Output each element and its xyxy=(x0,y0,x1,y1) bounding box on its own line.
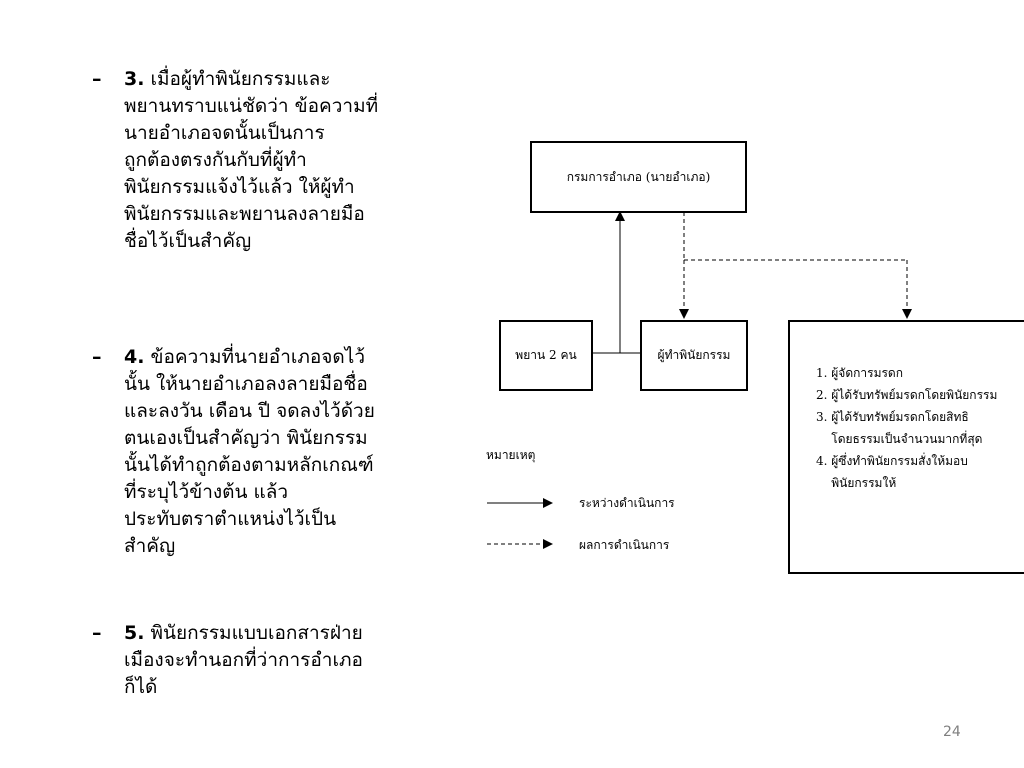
bullet-text: พินัยกรรมแบบเอกสารฝ่าย เมืองจะทำนอกที่ว่… xyxy=(124,622,363,698)
result-item: 2. ผู้ได้รับทรัพย์มรดกโดยพินัยกรรม xyxy=(816,388,998,402)
witness-box: พยาน 2 คน xyxy=(499,320,593,391)
legend-title: หมายเหตุ xyxy=(486,448,536,462)
bullet-number: 5. xyxy=(124,622,145,644)
bullet-dash: – xyxy=(92,68,102,90)
bullet-number: 3. xyxy=(124,68,145,90)
district-officer-label: กรมการอำเภอ (นายอำเภอ) xyxy=(566,169,711,184)
bullet-text: ข้อความที่นายอำเภอจดไว้ นั้น ให้นายอำเภอ… xyxy=(124,346,375,557)
legend-solid-label: ระหว่างดำเนินการ xyxy=(579,496,675,510)
bullet-dash: – xyxy=(92,346,102,368)
result-item: 1. ผู้จัดการมรดก xyxy=(816,366,903,380)
bullet-number: 4. xyxy=(124,346,145,368)
result-item: พินัยกรรมให้ xyxy=(816,476,897,490)
witness-label: พยาน 2 คน xyxy=(515,348,577,362)
bullet-text: เมื่อผู้ทำพินัยกรรมและ พยานทราบแน่ชัดว่า… xyxy=(124,68,379,252)
bullet-item-4: – 4. ข้อความที่นายอำเภอจดไว้ นั้น ให้นาย… xyxy=(92,344,375,560)
bullet-item-5: – 5. พินัยกรรมแบบเอกสารฝ่าย เมืองจะทำนอก… xyxy=(92,620,363,701)
result-item: 4. ผู้ซึ่งทำพินัยกรรมสั่งให้มอบ xyxy=(816,454,968,468)
result-item: 3. ผู้ได้รับทรัพย์มรดกโดยสิทธิ xyxy=(816,410,969,424)
testator-label: ผู้ทำพินัยกรรม xyxy=(657,348,731,362)
testator-box: ผู้ทำพินัยกรรม xyxy=(640,320,748,391)
result-item: โดยธรรมเป็นจำนวนมากที่สุด xyxy=(816,432,983,446)
district-officer-box: กรมการอำเภอ (นายอำเภอ) xyxy=(530,141,747,213)
bullet-dash: – xyxy=(92,622,102,644)
results-box: 1. ผู้จัดการมรดก 2. ผู้ได้รับทรัพย์มรดกโ… xyxy=(788,320,1024,574)
bullet-item-3: – 3. เมื่อผู้ทำพินัยกรรมและ พยานทราบแน่ช… xyxy=(92,66,378,255)
page-number: 24 xyxy=(943,724,961,740)
legend-dashed-label: ผลการดำเนินการ xyxy=(579,538,670,552)
